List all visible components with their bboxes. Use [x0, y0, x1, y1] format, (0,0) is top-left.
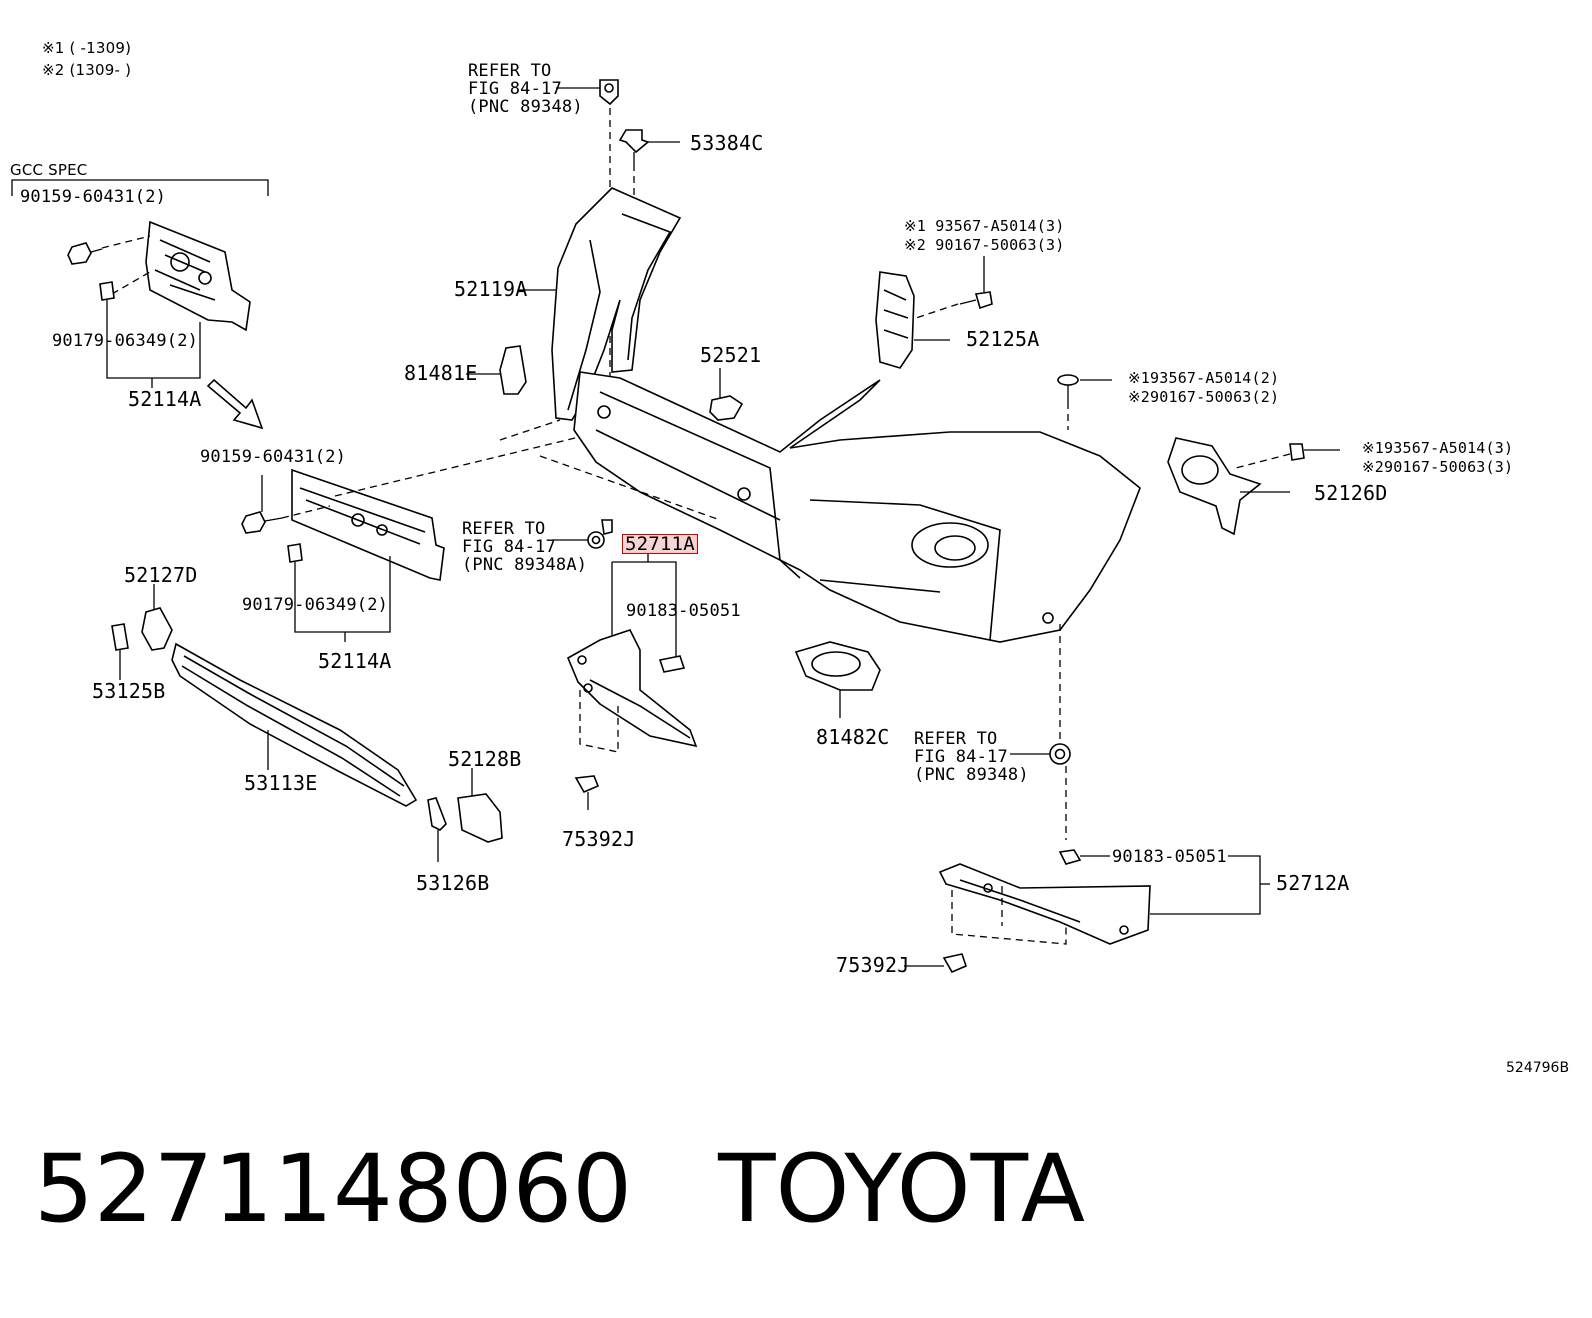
bolt-90159-mid: [241, 511, 283, 534]
license-bracket-mid: [291, 468, 445, 581]
bolt-90159-top: [67, 242, 103, 265]
label-90179-mid: 90179-06349(2): [242, 595, 389, 615]
label-53384C: 53384C: [690, 131, 764, 155]
label-n1-93567-3b: ※193567-A5014(3): [1362, 439, 1514, 457]
label-75392J-right: 75392J: [836, 953, 910, 977]
refer-mid-line3: (PNC 89348A): [462, 555, 588, 575]
bracket-52126D: [1167, 437, 1290, 536]
label-52114A-mid: 52114A: [318, 649, 392, 673]
license-bracket-top: [145, 220, 251, 332]
footer-part-number: 5271148060: [34, 1135, 633, 1244]
refer-bot-line1: REFER TO: [914, 729, 998, 749]
clip-75392J-right: [904, 953, 967, 974]
part-53126B: [427, 797, 447, 862]
grille-53113E: [171, 642, 418, 807]
bracket-52125A: [875, 271, 950, 369]
refer-top-line2: FIG 84-17: [468, 79, 562, 99]
fog-cover-81482C: [794, 641, 881, 718]
label-n2-90167-3b: ※290167-50063(3): [1362, 458, 1514, 476]
label-52125A: 52125A: [966, 327, 1040, 351]
label-53126B: 53126B: [416, 871, 490, 895]
refer-top-line1: REFER TO: [468, 61, 552, 81]
label-90183-right: 90183-05051: [1112, 847, 1227, 867]
label-75392J-left: 75392J: [562, 827, 636, 851]
label-52521: 52521: [700, 343, 762, 367]
label-52114A-top: 52114A: [128, 387, 202, 411]
label-90159-mid: 90159-60431(2): [200, 447, 347, 467]
clip-90183-right: [1058, 849, 1110, 865]
label-81482C: 81482C: [816, 725, 890, 749]
refer-mid-line1: REFER TO: [462, 519, 546, 539]
refer-mid-line2: FIG 84-17: [462, 537, 556, 557]
bumper-retainer: [518, 187, 682, 421]
label-52711A-highlighted[interactable]: 52711A: [622, 534, 698, 554]
sensor-bottom: [1010, 743, 1071, 765]
sensor-mid: [552, 519, 613, 549]
clip-90183-left: [658, 655, 686, 673]
clip-75392J-left: [574, 775, 600, 810]
label-n1-93567-2: ※193567-A5014(2): [1128, 369, 1280, 387]
label-n2-90167-3: ※2 90167-50063(3): [904, 236, 1065, 254]
label-90179-top: 90179-06349(2): [52, 331, 199, 351]
screw-52126D: [1289, 443, 1340, 461]
label-52126D: 52126D: [1314, 481, 1388, 505]
label-52128B: 52128B: [448, 747, 522, 771]
clip-90179-mid: [287, 543, 303, 563]
bumper-extension-52711A: [566, 629, 698, 748]
gcc-bracket: [11, 179, 269, 196]
bumper-cover: [573, 371, 1141, 643]
note-2: ※2 (1309- ): [42, 61, 132, 79]
direction-arrow: [206, 378, 264, 430]
part-81481E: [466, 345, 527, 395]
part-53125B: [111, 623, 129, 680]
note-1: ※1 ( -1309): [42, 39, 132, 57]
refer-bot-line3: (PNC 89348): [914, 765, 1029, 785]
refer-top-line3: (PNC 89348): [468, 97, 583, 117]
label-90159-top: 90159-60431(2): [20, 187, 167, 207]
part-52127D: [141, 584, 173, 651]
label-53125B: 53125B: [92, 679, 166, 703]
screw-right-top: [1057, 374, 1112, 402]
sensor-top: [556, 79, 619, 106]
part-52521: [709, 368, 744, 421]
part-52128B: [457, 768, 503, 843]
label-52127D: 52127D: [124, 563, 198, 587]
bumper-extension-52712A: [938, 863, 1151, 945]
label-81481E: 81481E: [404, 361, 478, 385]
refer-bot-line2: FIG 84-17: [914, 747, 1008, 767]
label-90183-left: 90183-05051: [626, 601, 741, 621]
label-n2-90167-2: ※290167-50063(2): [1128, 388, 1280, 406]
clip-53384C: [618, 129, 680, 164]
clip-90179-top: [99, 281, 115, 301]
screw-52125A: [959, 256, 993, 310]
label-53113E: 53113E: [244, 771, 318, 795]
label-52712A: 52712A: [1276, 871, 1350, 895]
gcc-spec-label: GCC SPEC: [10, 161, 88, 179]
footer-brand: TOYOTA: [718, 1135, 1086, 1244]
label-n1-93567-3: ※1 93567-A5014(3): [904, 217, 1065, 235]
image-id: 524796B: [1506, 1060, 1570, 1076]
label-52119A: 52119A: [454, 277, 528, 301]
